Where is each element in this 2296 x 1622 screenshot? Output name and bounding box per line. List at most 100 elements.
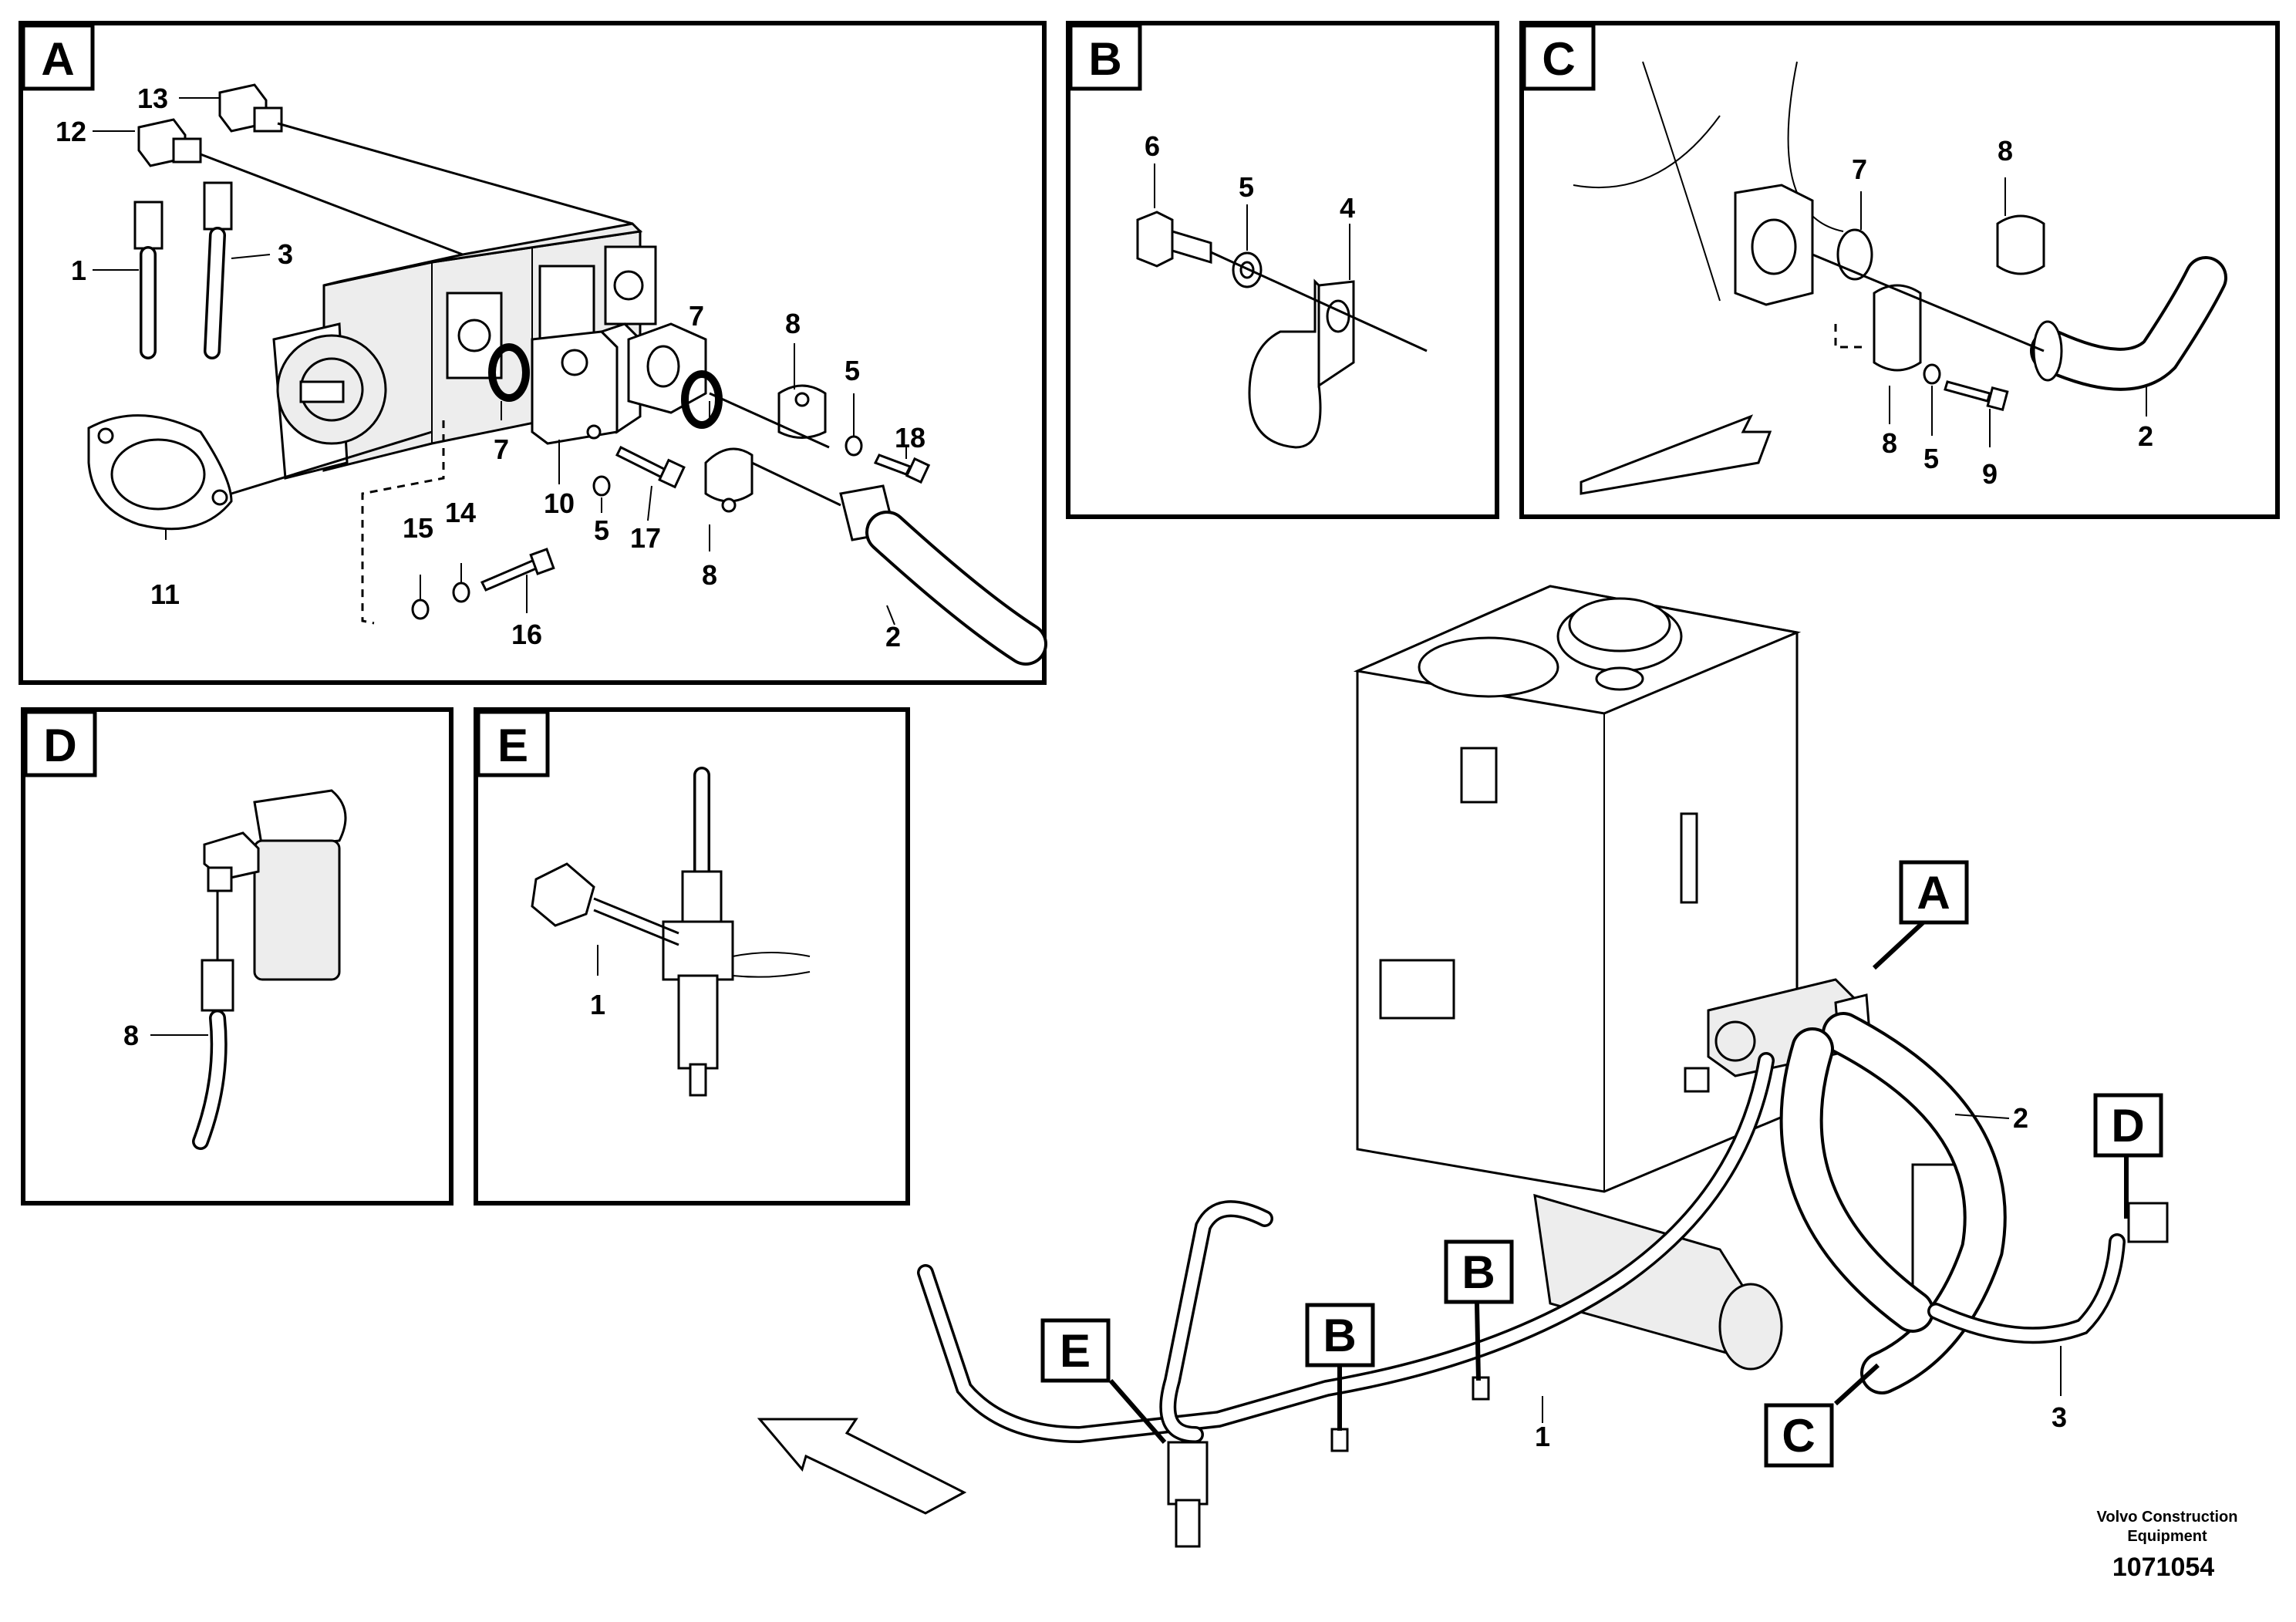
main-tag-a bbox=[1899, 860, 1969, 925]
callout-6: 6 bbox=[1145, 130, 1160, 162]
hose-clamp bbox=[1248, 278, 1322, 449]
bolt bbox=[1944, 380, 1991, 403]
bolt-shank bbox=[1171, 229, 1212, 265]
detail-a-frame bbox=[19, 21, 1047, 685]
hose-nut bbox=[203, 181, 233, 231]
detail-a-label: A bbox=[41, 33, 74, 85]
detail-e-label: E bbox=[497, 720, 528, 771]
o-ring bbox=[488, 343, 530, 402]
callout-8: 8 bbox=[702, 559, 717, 591]
main-tag-e bbox=[1040, 1318, 1111, 1383]
detail-a-panel: A bbox=[19, 21, 1047, 685]
callout-16: 16 bbox=[511, 619, 542, 650]
pressure-hose bbox=[839, 484, 1047, 666]
detail-d-panel: D 8 bbox=[21, 707, 453, 1206]
detail-d-frame bbox=[21, 707, 453, 1206]
hose-nut bbox=[531, 862, 595, 927]
bolt bbox=[615, 445, 669, 481]
callout-7: 7 bbox=[1852, 153, 1867, 185]
detail-c-frame bbox=[1519, 21, 2280, 519]
main-tag-e-label: E bbox=[1060, 1325, 1091, 1377]
callout-7: 7 bbox=[494, 433, 509, 465]
detail-a-tag bbox=[21, 23, 95, 91]
hose-nut bbox=[201, 959, 234, 1012]
main-tag-b bbox=[1444, 1239, 1514, 1304]
main-tag-a-label: A bbox=[1917, 867, 1950, 919]
clamp bbox=[1472, 1376, 1490, 1401]
detail-c-tag bbox=[1522, 23, 1596, 91]
tee-fitting bbox=[681, 870, 723, 927]
clamp-half bbox=[1873, 284, 1922, 372]
valve-block bbox=[1167, 1441, 1209, 1506]
filter-bracket bbox=[2127, 1202, 2169, 1243]
detail-e-panel: E 1 bbox=[474, 707, 910, 1206]
hose-nut bbox=[133, 201, 164, 250]
callout-11: 11 bbox=[150, 578, 180, 610]
callout-8: 8 bbox=[1882, 427, 1897, 459]
clamp-half bbox=[1996, 214, 2045, 275]
main-tag-b-label: B bbox=[1462, 1246, 1495, 1298]
callout-2: 2 bbox=[2013, 1102, 2028, 1134]
detail-b-frame bbox=[1066, 21, 1499, 519]
test-nipple bbox=[677, 974, 719, 1070]
callout-1: 1 bbox=[71, 255, 86, 286]
callout-12: 12 bbox=[56, 116, 86, 147]
callout-8: 8 bbox=[785, 308, 801, 339]
screw bbox=[480, 558, 542, 592]
main-assembly-view: A B B E C D 2 1 3 bbox=[757, 585, 2169, 1548]
callout-14: 14 bbox=[445, 497, 476, 528]
clamp bbox=[1330, 1428, 1349, 1452]
callout-15: 15 bbox=[403, 512, 433, 544]
callout-10: 10 bbox=[544, 487, 575, 519]
callout-8: 8 bbox=[123, 1020, 139, 1051]
washer bbox=[452, 582, 470, 603]
arrow-direction-icon bbox=[757, 1418, 967, 1515]
bolt bbox=[873, 454, 912, 476]
washer bbox=[592, 475, 611, 497]
main-tag-b-label: B bbox=[1323, 1310, 1356, 1361]
callout-5: 5 bbox=[1239, 171, 1254, 203]
callout-13: 13 bbox=[137, 83, 168, 114]
callout-7: 7 bbox=[689, 300, 704, 332]
company-name: Volvo Construction bbox=[2097, 1509, 2238, 1526]
o-ring bbox=[1836, 228, 1873, 281]
callout-2: 2 bbox=[2138, 420, 2153, 452]
detail-b-panel: B 6 5 4 bbox=[1066, 21, 1499, 519]
filter-head bbox=[253, 789, 347, 850]
detail-c-label: C bbox=[1542, 33, 1575, 85]
arrow-direction-icon bbox=[1580, 414, 1772, 495]
callout-5: 5 bbox=[1923, 443, 1939, 474]
washer bbox=[1923, 363, 1941, 385]
hydraulic-pump bbox=[272, 222, 657, 480]
washer bbox=[411, 599, 430, 620]
callout-1: 1 bbox=[590, 989, 605, 1020]
main-tag-c bbox=[1764, 1403, 1834, 1468]
main-tag-d-label: D bbox=[2111, 1100, 2144, 1152]
washer bbox=[845, 435, 863, 457]
callout-4: 4 bbox=[1340, 192, 1355, 224]
bolt-head bbox=[1136, 211, 1174, 268]
callout-2: 2 bbox=[885, 621, 901, 653]
detail-e-frame bbox=[474, 707, 910, 1206]
callout-9: 9 bbox=[1982, 458, 1998, 490]
gasket bbox=[87, 414, 233, 531]
main-tag-b bbox=[1305, 1303, 1375, 1367]
callout-5: 5 bbox=[594, 514, 609, 546]
callout-1: 1 bbox=[1535, 1421, 1550, 1452]
o-ring bbox=[681, 370, 723, 429]
main-tag-c-label: C bbox=[1782, 1410, 1815, 1462]
detail-e-tag bbox=[476, 710, 550, 777]
filter-canister bbox=[253, 839, 341, 981]
detail-c-panel: C 7 8 8 5 9 2 bbox=[1519, 21, 2280, 519]
detail-b-tag bbox=[1068, 23, 1142, 91]
hose-flange bbox=[2032, 320, 2063, 382]
detail-d-tag bbox=[23, 710, 97, 777]
footer: Volvo Construction Equipment 1071054 bbox=[2097, 1509, 2238, 1582]
detail-b-label: B bbox=[1088, 33, 1121, 85]
callout-17: 17 bbox=[630, 522, 661, 554]
company-name-line2: Equipment bbox=[2127, 1528, 2207, 1545]
main-tag-d bbox=[2093, 1093, 2163, 1158]
flange-block bbox=[531, 322, 707, 445]
callout-5: 5 bbox=[845, 355, 860, 386]
